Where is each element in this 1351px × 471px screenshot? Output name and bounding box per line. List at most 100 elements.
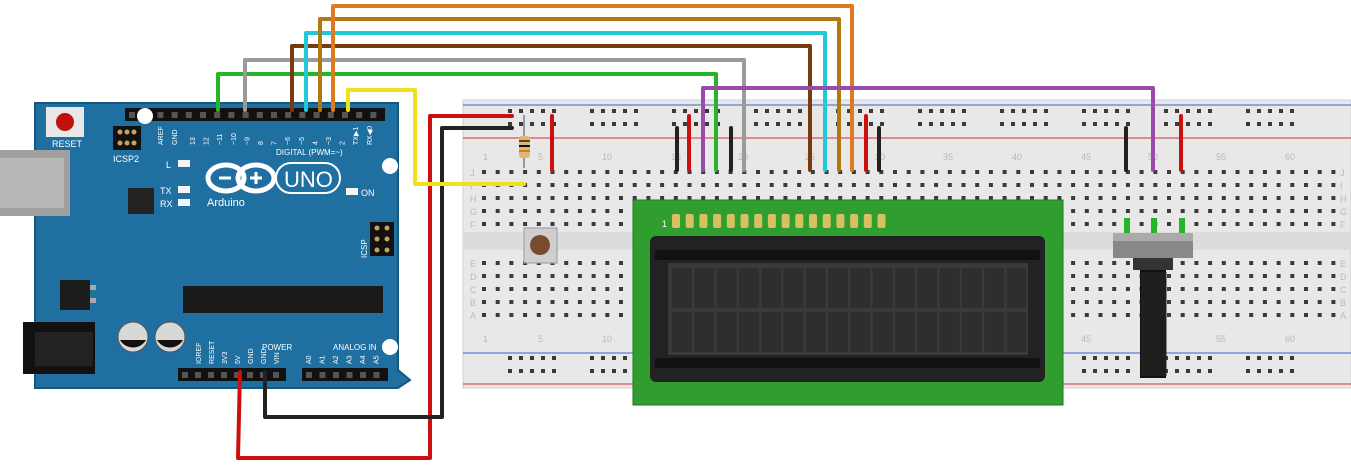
rail-hole: [918, 122, 922, 126]
rail-hole: [1186, 122, 1190, 126]
breadboard-hole: [523, 222, 528, 226]
header-pin: [319, 372, 326, 378]
arduino-brand-label: Arduino: [207, 197, 245, 209]
breadboard-hole: [920, 196, 925, 200]
breadboard-hole: [893, 170, 897, 174]
breadboard-hole: [1249, 196, 1254, 200]
breadboard-hole: [947, 183, 952, 187]
breadboard-hole: [1262, 274, 1267, 278]
breadboard-hole: [1208, 261, 1213, 265]
breadboard-hole: [495, 300, 500, 304]
rail-hole: [508, 109, 512, 113]
rail-hole: [1246, 109, 1250, 113]
rail-hole: [1246, 369, 1250, 373]
breadboard-hole: [1317, 222, 1322, 226]
analog-pin-label: A4: [360, 355, 367, 364]
reset-button[interactable]: [56, 113, 74, 131]
breadboard-hole: [495, 261, 500, 265]
breadboard-hole: [1084, 209, 1089, 213]
row-letter: H: [1340, 194, 1347, 204]
breadboard-hole: [906, 183, 911, 187]
rail-hole: [1175, 356, 1179, 360]
breadboard-hole: [1276, 287, 1281, 291]
rail-hole: [1000, 109, 1004, 113]
breadboard-hole: [1098, 170, 1103, 174]
column-number: 10: [602, 334, 612, 344]
rail-hole: [1246, 122, 1250, 126]
breadboard-hole: [1208, 313, 1213, 317]
breadboard-hole: [1071, 274, 1076, 278]
breadboard-hole: [1002, 196, 1007, 200]
breadboard-hole: [577, 196, 582, 200]
breadboard-hole: [1098, 183, 1103, 187]
breadboard-hole: [1290, 287, 1295, 291]
breadboard-hole: [1304, 261, 1308, 265]
analog-label: ANALOG IN: [333, 343, 377, 352]
breadboard-hole: [660, 196, 665, 200]
rail-hole: [1044, 122, 1048, 126]
breadboard-hole: [1030, 170, 1034, 174]
analog-pin-label: A5: [374, 355, 381, 364]
header-pin: [342, 112, 348, 118]
rail-hole: [612, 122, 616, 126]
header-pin: [327, 112, 334, 118]
row-letter: A: [470, 311, 476, 321]
header-pin: [333, 372, 339, 378]
row-letter: C: [1340, 285, 1347, 295]
breadboard-hole: [1125, 196, 1130, 200]
breadboard-hole: [1262, 196, 1267, 200]
breadboard-hole: [1235, 196, 1240, 200]
breadboard-hole: [523, 287, 528, 291]
rail-hole: [1279, 109, 1283, 113]
breadboard-hole: [714, 196, 719, 200]
lcd-char-cell: [961, 312, 982, 352]
rail-hole: [601, 369, 605, 373]
breadboard-hole: [1276, 274, 1281, 278]
breadboard-hole: [851, 196, 856, 200]
lcd-pin: [672, 214, 680, 228]
breadboard-hole: [1290, 313, 1295, 317]
breadboard-hole: [1016, 183, 1021, 187]
rail-hole: [530, 356, 534, 360]
breadboard-hole: [1180, 313, 1185, 317]
rail-hole: [1000, 122, 1004, 126]
rail-hole: [1115, 109, 1119, 113]
breadboard-hole: [536, 183, 541, 187]
digital-pin-label: RX◀0: [367, 126, 374, 145]
breadboard-hole: [1290, 209, 1295, 213]
lcd-char-cell: [783, 312, 804, 352]
breadboard-hole: [824, 196, 829, 200]
capacitor-icon: [117, 321, 149, 353]
lcd-char-cell: [694, 312, 715, 352]
rail-hole: [1175, 109, 1179, 113]
breadboard-hole: [742, 183, 747, 187]
breadboard-hole: [1139, 209, 1144, 213]
breadboard-hole: [783, 170, 788, 174]
breadboard-hole: [509, 261, 514, 265]
digital-label: DIGITAL (PWM=~): [276, 148, 343, 157]
breadboard-hole: [1221, 209, 1226, 213]
breadboard-hole: [577, 300, 582, 304]
rail-hole: [552, 109, 556, 113]
breadboard-hole: [495, 274, 500, 278]
breadboard-hole: [660, 170, 665, 174]
icsp-header: [370, 222, 394, 256]
breadboard-hole: [1153, 209, 1158, 213]
breadboard-hole: [1235, 209, 1240, 213]
breadboard-hole: [1180, 261, 1185, 265]
breadboard-hole: [1290, 170, 1295, 174]
breadboard-hole: [1208, 274, 1213, 278]
row-letter: I: [1340, 181, 1343, 191]
rail-hole: [765, 109, 769, 113]
wires: [216, 4, 1183, 460]
breadboard-hole: [564, 209, 569, 213]
breadboard-hole: [605, 274, 610, 278]
lcd-char-cell: [828, 268, 849, 308]
atmega-chip: [183, 286, 383, 313]
breadboard-hole: [1043, 183, 1048, 187]
header-pin: [306, 372, 312, 378]
rail-hole: [1268, 369, 1272, 373]
breadboard-hole: [797, 183, 802, 187]
breadboard-hole: [1221, 300, 1226, 304]
